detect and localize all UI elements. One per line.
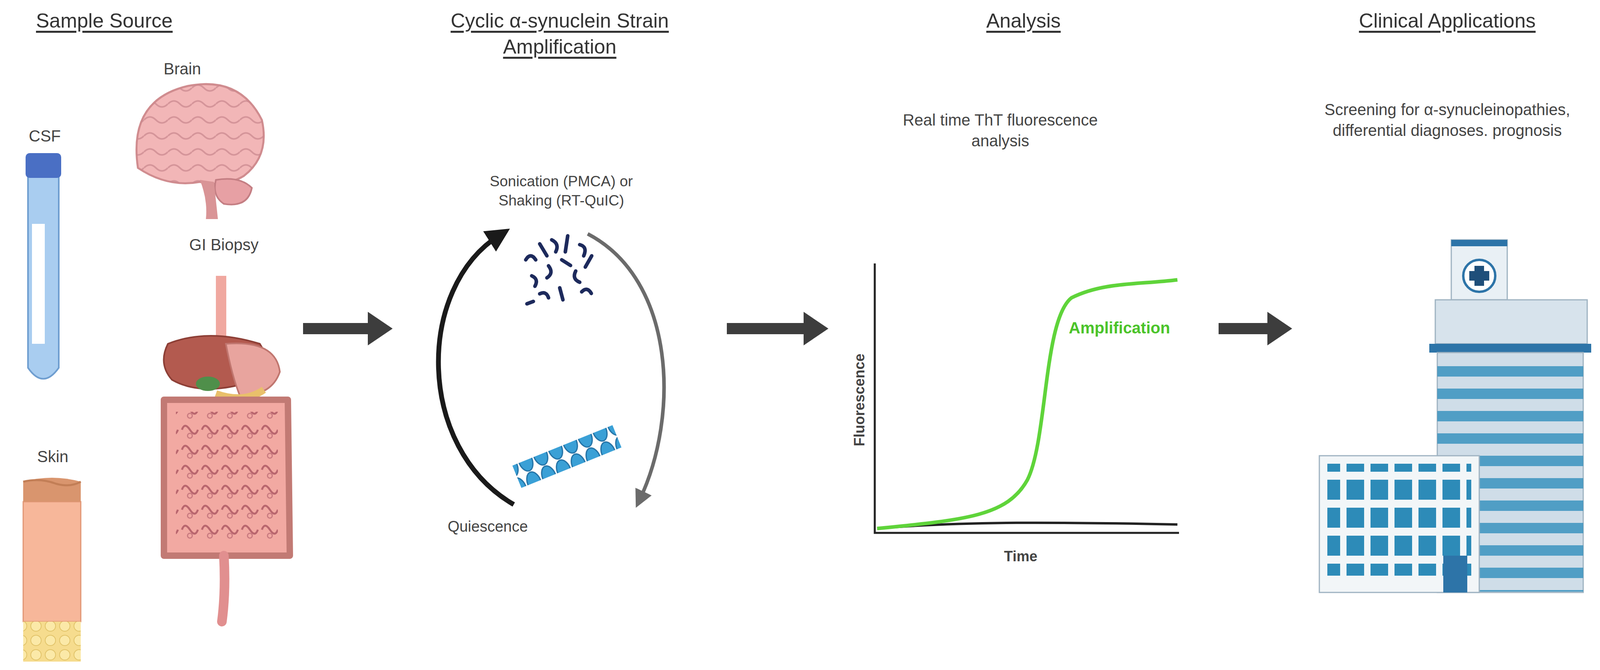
amplification-cycle [438, 233, 665, 505]
csf-tube [25, 153, 62, 380]
axis-label: Fluorescence [850, 327, 870, 472]
stage-heading: Analysis [863, 7, 1184, 34]
application-note: Screening for α-synucleinopathies, diffe… [1307, 99, 1588, 141]
stage-heading: Clinical Applications [1303, 7, 1592, 34]
hospital [1319, 239, 1592, 593]
skin-layers [23, 477, 81, 662]
analysis-note: Real time ThT fluorescence analysis [888, 109, 1113, 152]
fluorescence-graph [874, 263, 1180, 533]
sample-label: GI Biopsy [163, 234, 284, 256]
flow-arrow [726, 311, 829, 346]
sample-label: CSF [4, 125, 85, 147]
stage-heading: Cyclic α-synuclein Strain Amplification [439, 7, 680, 60]
axis-label: Time [980, 547, 1061, 567]
stage-column: Sample Source [15, 7, 296, 664]
brain [136, 83, 264, 220]
gi-tract [163, 275, 290, 622]
stage-column: Cyclic α-synuclein Strain Amplification [399, 7, 720, 664]
method-label: Sonication (PMCA) or Shaking (RT-QuIC) [473, 171, 650, 211]
flow-arrow [303, 311, 393, 346]
stage-heading: Sample Source [35, 7, 292, 34]
sample-label: Skin [12, 446, 93, 467]
sample-label: Brain [134, 58, 231, 80]
flow-arrow [1218, 311, 1293, 346]
phase-label: Quiescence [419, 516, 556, 537]
curve-label: Amplification [1059, 317, 1180, 339]
